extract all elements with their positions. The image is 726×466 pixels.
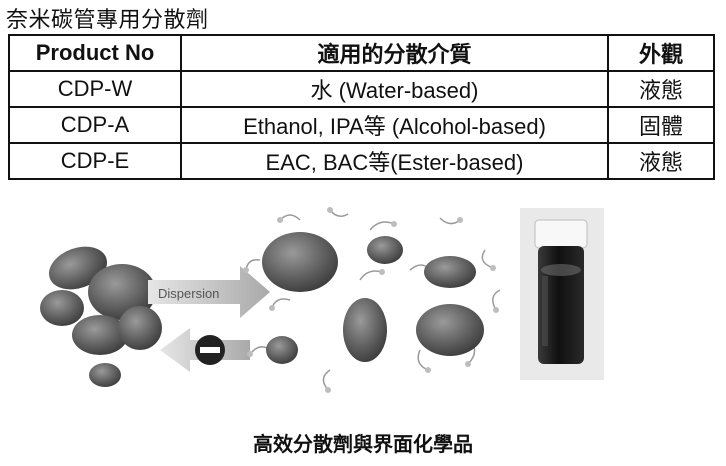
dispersion-diagram: Dispersion <box>40 207 604 393</box>
product-table: Product No 適用的分散介質 外觀 CDP-W 水 (Water-bas… <box>8 34 715 180</box>
dispersion-label: Dispersion <box>158 286 219 301</box>
particle <box>424 256 476 288</box>
minus-icon <box>195 335 225 365</box>
particle <box>367 236 403 264</box>
cell-medium: 水 (Water-based) <box>180 70 609 108</box>
table-row: CDP-E EAC, BAC等(Ester-based) 液態 <box>8 142 715 180</box>
figure-caption: 高效分散劑與界面化學品 <box>253 434 473 456</box>
table-header-row: Product No 適用的分散介質 外觀 <box>8 34 715 72</box>
aggregated-particles <box>40 246 162 387</box>
cell-appearance: 液態 <box>607 142 715 180</box>
page-title: 奈米碳管專用分散劑 <box>6 8 209 33</box>
cell-product-no: CDP-A <box>8 106 182 144</box>
dispersant-heads <box>243 207 499 393</box>
particle <box>416 304 484 356</box>
cell-medium: Ethanol, IPA等 (Alcohol-based) <box>180 106 609 144</box>
table-row: CDP-A Ethanol, IPA等 (Alcohol-based) 固體 <box>8 106 715 144</box>
particle <box>343 298 387 362</box>
table-row: CDP-W 水 (Water-based) 液態 <box>8 70 715 108</box>
dispersed-particles <box>245 209 501 391</box>
arrow-right-icon <box>148 266 270 318</box>
particle <box>266 336 298 364</box>
cell-medium: EAC, BAC等(Ester-based) <box>180 142 609 180</box>
column-header-medium: 適用的分散介質 <box>180 34 609 72</box>
cell-product-no: CDP-E <box>8 142 182 180</box>
vial-icon <box>520 208 604 380</box>
cell-appearance: 固體 <box>607 106 715 144</box>
column-header-product-no: Product No <box>8 34 182 72</box>
cell-product-no: CDP-W <box>8 70 182 108</box>
particle <box>262 232 338 292</box>
cell-appearance: 液態 <box>607 70 715 108</box>
column-header-appearance: 外觀 <box>607 34 715 72</box>
